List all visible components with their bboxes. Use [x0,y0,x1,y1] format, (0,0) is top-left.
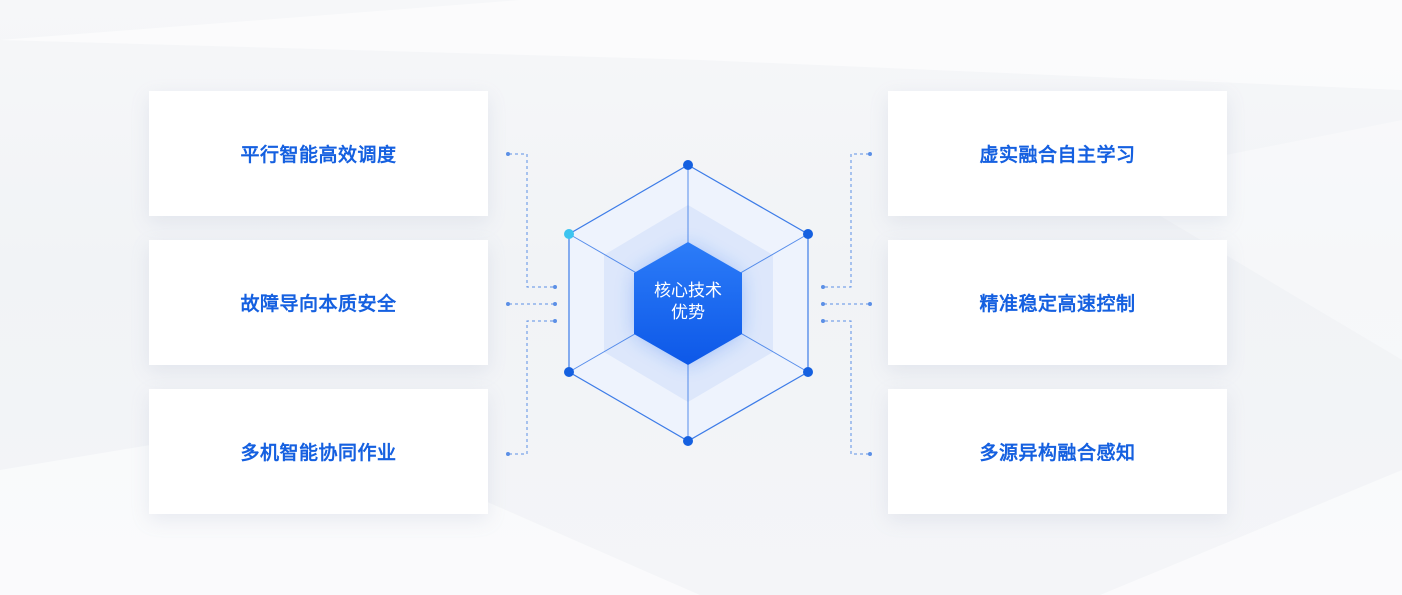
node-bottom [683,436,693,446]
node-top-right [803,229,813,239]
card-right-3: 多源异构融合感知 [888,389,1227,514]
card-left-3: 多机智能协同作业 [149,389,488,514]
right-connectors [823,153,869,455]
card-left-1: 平行智能高效调度 [149,91,488,216]
node-top [683,160,693,170]
core-label-line1: 核心技术 [654,281,722,301]
right-connector-dots [821,152,872,456]
left-connector-dots [506,152,557,456]
vertex-nodes [564,160,813,446]
core-label: 核心技术 优势 [632,280,744,324]
card-right-3-label: 多源异构融合感知 [979,442,1136,464]
card-right-1-label: 虚实融合自主学习 [979,144,1136,166]
left-connectors [509,153,555,455]
node-bottom-left [564,367,574,377]
card-right-2-label: 精准稳定高速控制 [979,293,1136,315]
core-hexagon [634,242,742,365]
card-left-1-label: 平行智能高效调度 [240,144,397,166]
core-label-line2: 优势 [671,303,705,323]
card-left-2: 故障导向本质安全 [149,240,488,365]
card-left-3-label: 多机智能协同作业 [240,442,397,464]
node-bottom-right [803,367,813,377]
card-right-1: 虚实融合自主学习 [888,91,1227,216]
node-top-left [564,229,574,239]
card-left-2-label: 故障导向本质安全 [240,293,397,315]
card-right-2: 精准稳定高速控制 [888,240,1227,365]
